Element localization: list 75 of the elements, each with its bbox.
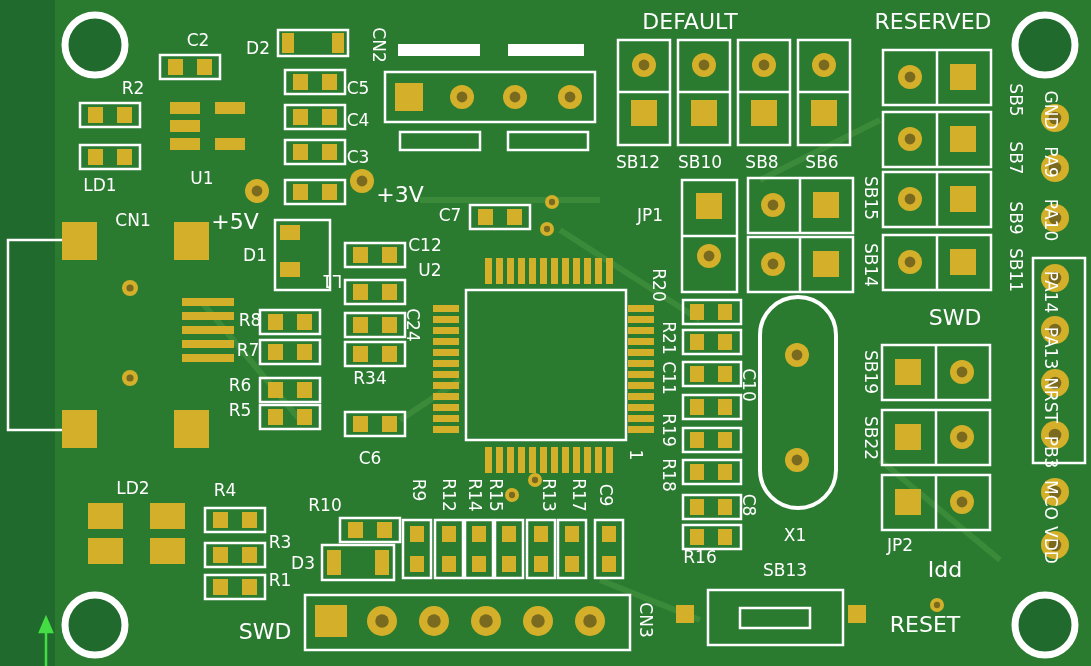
silkscreen-label: R21	[659, 321, 677, 355]
silkscreen-label: D3	[291, 554, 315, 572]
silkscreen-label: +3V	[376, 184, 424, 206]
silkscreen-label: +5V	[211, 211, 259, 233]
silkscreen-label: R14	[465, 478, 483, 512]
silkscreen-label: NRST	[1041, 377, 1059, 423]
silkscreen-label: PA10	[1041, 198, 1059, 242]
silkscreen-label: R5	[228, 401, 252, 419]
silkscreen-label: D2	[246, 39, 270, 57]
silkscreen-label: R18	[659, 458, 677, 492]
silkscreen-label: LD1	[83, 176, 117, 194]
silkscreen-label: Idd	[927, 559, 963, 581]
silkscreen-label: C10	[739, 368, 757, 402]
silkscreen-label: C12	[408, 236, 442, 254]
silkscreen-label: U1	[190, 169, 214, 187]
silkscreen-label: CN2	[369, 27, 387, 63]
silkscreen-label: R12	[439, 478, 457, 512]
silkscreen-label: R6	[228, 376, 252, 394]
silkscreen-label: SB9	[1006, 201, 1024, 235]
silkscreen-label: R4	[213, 481, 237, 499]
silkscreen-label: C7	[438, 206, 462, 224]
silkscreen-label: U2	[418, 261, 442, 279]
silkscreen-label: PA9	[1041, 146, 1059, 178]
silkscreen-label: C24	[403, 308, 421, 342]
silkscreen-label: VDD	[1041, 526, 1059, 564]
silkscreen-label: 1	[626, 449, 644, 461]
silkscreen-label: SB15	[861, 175, 879, 221]
silkscreen-label: R16	[683, 548, 717, 566]
silkscreen-label: D1	[243, 246, 267, 264]
silkscreen-label: SB19	[861, 349, 879, 395]
silkscreen-label: DEFAULT	[642, 11, 738, 33]
silkscreen-label: R34	[353, 369, 387, 387]
silkscreen-label: SB6	[805, 153, 839, 171]
silkscreen-label: C9	[596, 483, 614, 507]
silkscreen-label: R19	[659, 413, 677, 447]
silkscreen-label: R7	[236, 341, 260, 359]
silkscreen-label: C3	[346, 148, 370, 166]
silkscreen-label: C2	[186, 31, 210, 49]
silkscreen-label: CN1	[115, 211, 151, 229]
silkscreen-label: RESERVED	[874, 11, 992, 33]
silkscreen-label: R3	[268, 533, 292, 551]
silkscreen-label: X1	[783, 526, 807, 544]
silkscreen-label: C5	[346, 79, 370, 97]
silkscreen-label: R10	[308, 496, 342, 514]
silkscreen-label: GND	[1041, 90, 1059, 130]
silkscreen-label: C4	[346, 111, 370, 129]
silkscreen-label: C8	[739, 493, 757, 517]
silkscreen-label: PA14	[1041, 270, 1059, 314]
silkscreen-label: R2	[121, 79, 145, 97]
silkscreen-label: R20	[649, 268, 667, 302]
silkscreen-label: SB10	[677, 153, 723, 171]
silkscreen-label: R17	[569, 478, 587, 512]
silkscreen-label: R15	[486, 478, 504, 512]
silkscreen-label: C11	[659, 361, 677, 395]
silkscreen-label: SB7	[1006, 141, 1024, 175]
silkscreen-label: SB13	[762, 561, 808, 579]
silkscreen-label: CN3	[636, 602, 654, 638]
silkscreen-label: PA13	[1041, 326, 1059, 370]
silkscreen-label: RESET	[889, 614, 961, 636]
silkscreen-label: SB5	[1006, 83, 1024, 117]
silkscreen-label: C6	[358, 449, 382, 467]
silkscreen-label: SB12	[615, 153, 661, 171]
silkscreen-label: SWD	[928, 307, 982, 329]
silkscreen-label: SWD	[238, 621, 292, 643]
silkscreen-label: MCO	[1041, 480, 1059, 520]
silkscreen-label: JP2	[886, 536, 914, 554]
silkscreen-label: LD2	[116, 479, 150, 497]
silkscreen-label: SB22	[861, 415, 879, 461]
silkscreen-label: JP1	[636, 206, 664, 224]
silkscreen-label: SB11	[1006, 247, 1024, 293]
silkscreen-label: R13	[539, 478, 557, 512]
silkscreen-label: R1	[268, 571, 292, 589]
silkscreen-label: SB8	[745, 153, 779, 171]
silkscreen-label: R9	[409, 478, 427, 502]
silkscreen-label: SB14	[861, 242, 879, 288]
